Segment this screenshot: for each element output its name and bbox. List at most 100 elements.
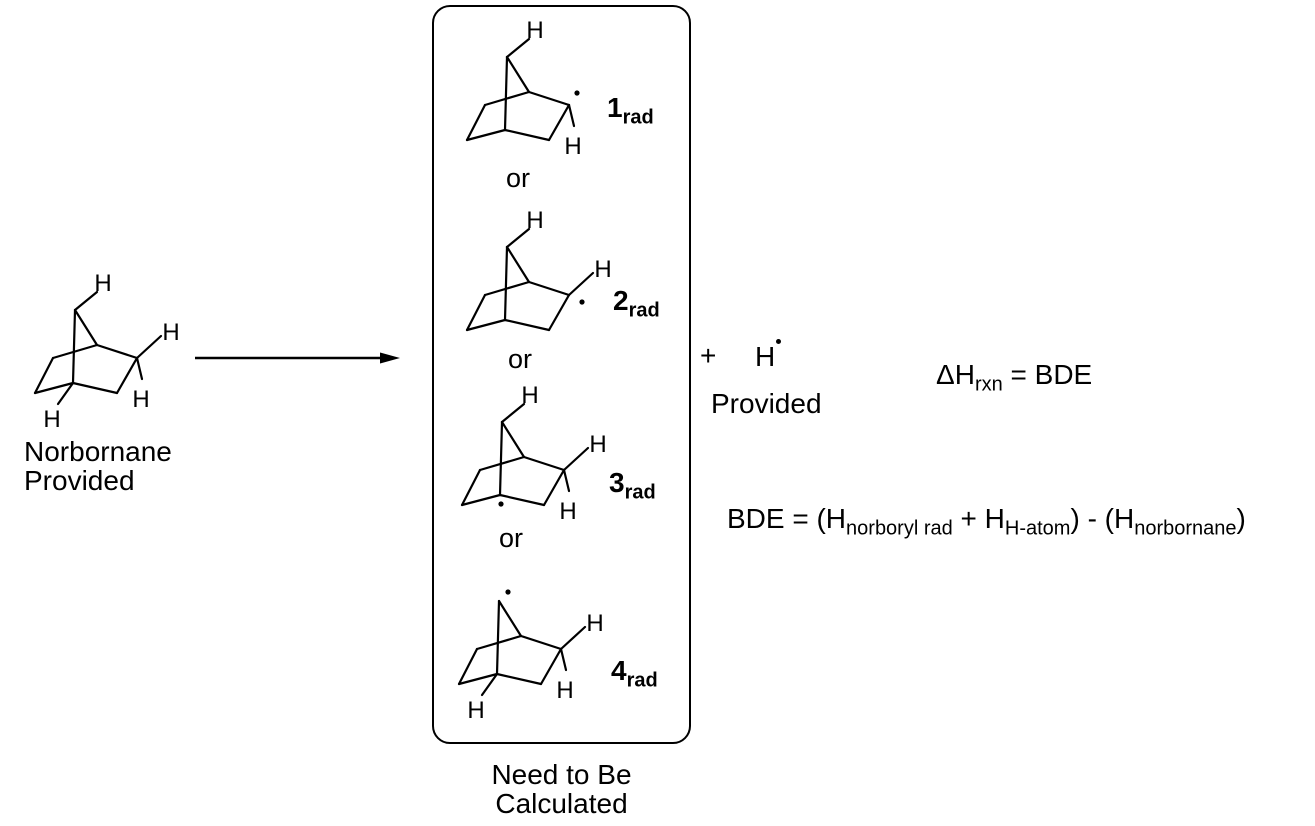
box-caption-line1: Need to Be [491, 759, 632, 790]
hydrogen-label: H [467, 697, 484, 721]
bond [505, 55, 531, 94]
bond [460, 468, 482, 507]
reactant-provided-label: Provided [24, 465, 135, 496]
radical-1-skeleton: HH [465, 17, 582, 160]
c-h-bond [505, 37, 531, 59]
c-h-bond [559, 625, 587, 651]
radical-dot [498, 501, 504, 507]
bde-part-3: ) - (H [1070, 503, 1135, 534]
bond [503, 318, 551, 332]
bond [115, 356, 139, 395]
bond [465, 128, 507, 142]
hydrogen-label: H [564, 133, 581, 160]
c-h-bond [505, 227, 531, 249]
arrow-head [380, 352, 400, 364]
or-separator-2: or [507, 344, 532, 374]
hydrogen-label: H [594, 256, 611, 283]
hydrogen-label: H [526, 17, 543, 44]
reactant-name: Norbornane [24, 436, 172, 467]
bond [503, 55, 509, 132]
hydrogen-label: H [43, 406, 60, 430]
radical-4-structure: H H H [439, 559, 614, 726]
radical-1-label: 1rad [607, 92, 654, 130]
products-box [432, 5, 691, 744]
bond [465, 103, 487, 142]
bond [475, 634, 523, 651]
or-separator-1: or [505, 163, 530, 193]
bond [519, 634, 563, 651]
bond [542, 468, 566, 507]
radical-3-number: 3 [609, 467, 625, 498]
radical-2-subscript: rad [628, 299, 660, 322]
c-h-bond [567, 103, 576, 128]
radical-2-number: 2 [613, 285, 629, 316]
bde-equation: BDE = (Hnorboryl rad + HH-atom) - (Hnorb… [727, 503, 1246, 541]
c-h-bond [135, 356, 144, 381]
bond [478, 455, 526, 472]
bond [547, 103, 571, 142]
c-h-bond [562, 468, 571, 493]
radical-2-label: 2rad [613, 285, 660, 323]
bond [497, 599, 523, 638]
bde-sub-norbornane: norbornane [1134, 517, 1237, 540]
bond [73, 308, 99, 347]
c-h-bond [73, 290, 99, 312]
c-h-bond [559, 647, 568, 672]
bond [483, 90, 531, 107]
bond [71, 308, 77, 385]
c-h-bond [56, 381, 75, 406]
hydrogen-label: H [94, 270, 111, 297]
hydrogen-label: H [589, 431, 606, 458]
radical-4-label: 4rad [611, 655, 658, 693]
h-atom-provided-label: Provided [711, 388, 822, 419]
or-separator-3: or [498, 523, 523, 553]
bond [465, 293, 487, 332]
c-h-bond [567, 271, 595, 297]
c-h-bond [500, 402, 526, 424]
reactant-caption: Norbornane Provided [24, 437, 172, 495]
radical-dot [574, 90, 580, 96]
bond [495, 672, 543, 686]
bond [460, 493, 502, 507]
radical-3-skeleton: HHH [460, 382, 607, 525]
bde-part-2: + H [952, 503, 1005, 534]
bond [527, 280, 571, 297]
bond [465, 318, 507, 332]
radical-4-number: 4 [611, 655, 627, 686]
bond [547, 293, 571, 332]
bond [71, 381, 119, 395]
bond [503, 128, 551, 142]
bond [505, 245, 531, 284]
bde-part-4: ) [1236, 503, 1246, 534]
hydrogen-radical-dot [776, 339, 781, 344]
bond [95, 343, 139, 360]
hydrogen-label: H [162, 319, 179, 346]
radical-1-number: 1 [607, 92, 623, 123]
enthalpy-subscript: rxn [974, 373, 1003, 396]
radical-4-subscript: rad [626, 669, 658, 692]
bond [33, 381, 75, 395]
hydrogen-label: H [559, 498, 576, 525]
enthalpy-tail: = BDE [1002, 359, 1093, 390]
bond [500, 420, 526, 459]
bond [495, 599, 501, 676]
radical-4-skeleton: H H H [457, 589, 604, 724]
radical-3-label: 3rad [609, 467, 656, 505]
c-h-bond [480, 672, 499, 697]
hydrogen-label: H [556, 677, 573, 704]
plus-sign: + [700, 340, 717, 371]
bond [539, 647, 563, 686]
radical-dot [579, 299, 585, 305]
bond [33, 356, 55, 395]
box-caption: Need to Be Calculated [432, 760, 691, 818]
c-h-bond [135, 334, 163, 360]
radical-3-subscript: rad [624, 481, 656, 504]
bond [51, 343, 99, 360]
hydrogen-label: H [586, 610, 603, 637]
bond [498, 420, 504, 497]
